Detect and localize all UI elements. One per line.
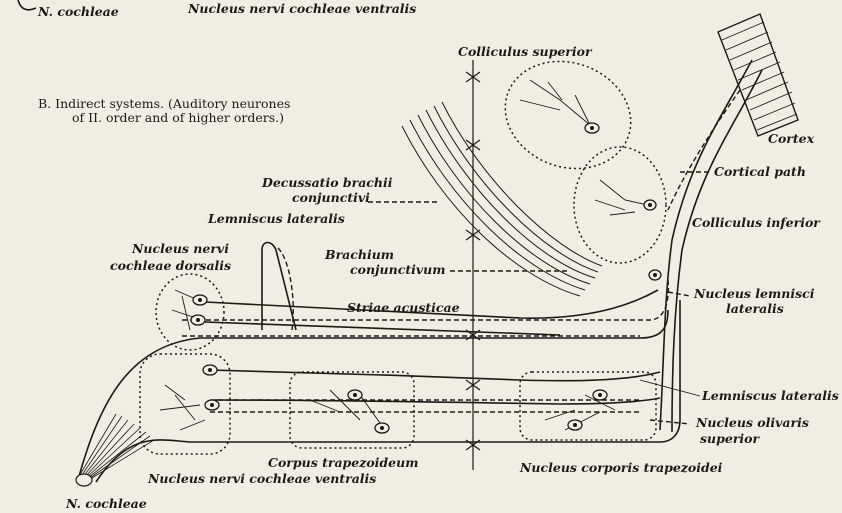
cortex-block <box>718 14 798 136</box>
label-nucleus-dorsalis-line1: Nucleus nervi <box>131 241 229 256</box>
label-nucleus-ventralis: Nucleus nervi cochleae ventralis <box>147 471 376 486</box>
label-cortex: Cortex <box>768 131 815 146</box>
nucleus-dorsalis-cells <box>172 290 207 330</box>
label-brachium-line1: Brachium <box>324 247 394 262</box>
label-nucleus-lemnisci-line2: lateralis <box>726 301 784 316</box>
nucleus-olivaris-cells <box>545 390 615 430</box>
label-colliculus-superior: Colliculus superior <box>458 44 593 59</box>
label-decussatio-line2: conjunctivi <box>292 190 370 205</box>
label-n-cochleae-bottom: N. cochleae <box>65 496 147 511</box>
label-nucleus-olivaris-line1: Nucleus olivaris <box>695 415 809 430</box>
top-n-cochleae-label: N. cochleae <box>37 4 119 19</box>
colliculus-superior-cell <box>520 80 599 133</box>
label-cortical-path: Cortical path <box>714 164 806 179</box>
top-cochlea-fragment <box>18 0 36 10</box>
striae-fibre-2 <box>205 322 560 335</box>
midline-decussation <box>466 60 480 470</box>
brainstem-outline <box>78 243 680 483</box>
colliculus-superior-outline <box>490 44 646 186</box>
label-nucleus-lemnisci-line1: Nucleus lemnisci <box>693 286 815 301</box>
top-strip: N. cochleae Nucleus nervi cochleae ventr… <box>18 0 416 19</box>
label-nucleus-olivaris-line2: superior <box>700 431 760 446</box>
label-brachium-line2: conjunctivum <box>350 262 445 277</box>
label-striae-acusticae: Striae acusticae <box>347 300 460 315</box>
nucleus-lemnisci-leader <box>668 292 690 296</box>
label-nucleus-corporis: Nucleus corporis trapezoidei <box>519 460 723 475</box>
label-lemniscus-lateralis-bottom: Lemniscus lateralis <box>701 388 839 403</box>
section-heading-line1: B. Indirect systems. (Auditory neurones <box>38 96 290 111</box>
label-decussatio-line1: Decussatio brachii <box>261 175 393 190</box>
label-nucleus-dorsalis-line2: cochleae dorsalis <box>110 258 231 273</box>
nucleus-corporis-outline <box>520 372 656 440</box>
corpus-trapezoideum-outline <box>290 372 414 448</box>
colliculus-inferior-cells <box>595 180 661 280</box>
lemniscus-bottom-leader <box>640 380 700 396</box>
top-nucleus-ventralis-label: Nucleus nervi cochleae ventralis <box>187 1 416 16</box>
label-corpus-trapezoideum: Corpus trapezoideum <box>268 455 418 470</box>
nucleus-ventralis-cells <box>160 365 219 430</box>
section-heading-line2: of II. order and of higher orders.) <box>72 110 284 125</box>
label-lemniscus-lateralis-top: Lemniscus lateralis <box>207 211 345 226</box>
label-colliculus-inferior: Colliculus inferior <box>692 215 821 230</box>
